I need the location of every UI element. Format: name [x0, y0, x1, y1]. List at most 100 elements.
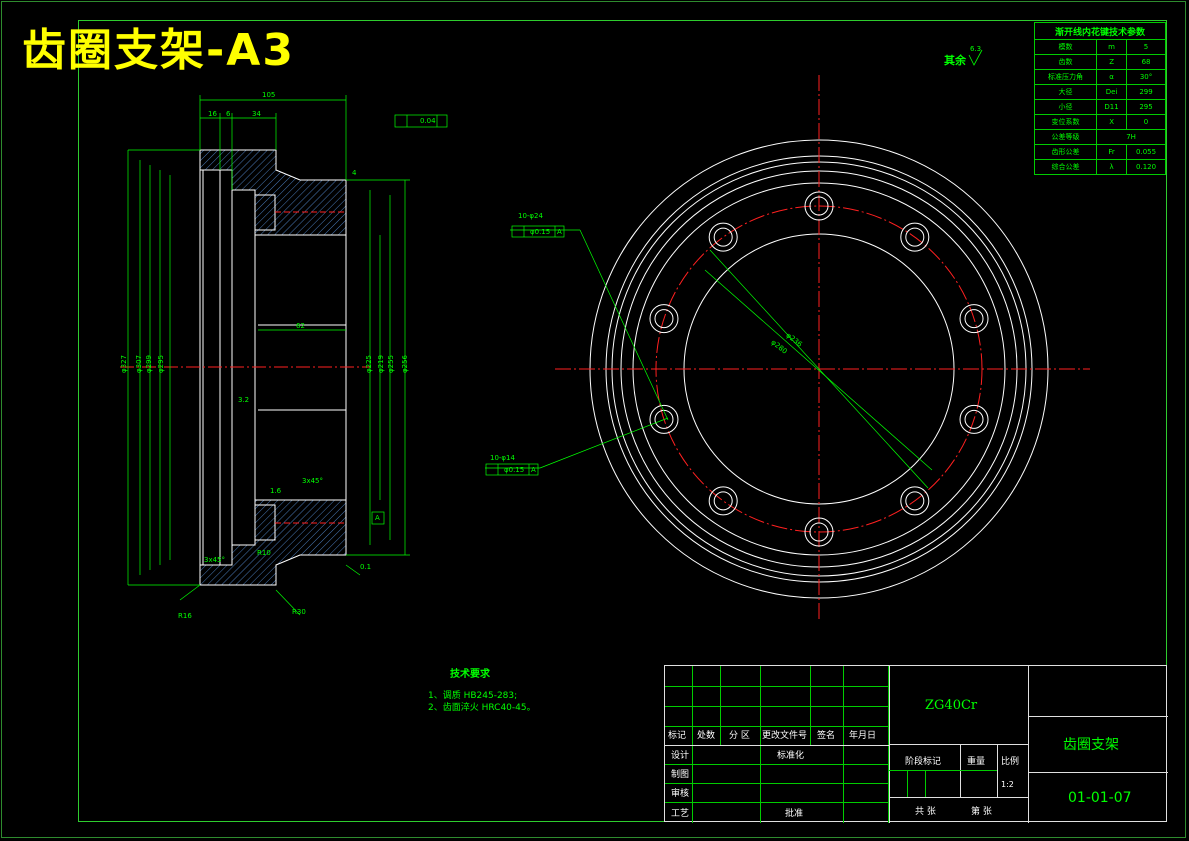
- tb-material: ZG40Cr: [925, 698, 978, 713]
- spline-param-name: 大径: [1033, 84, 1098, 100]
- spline-param-value: 0.055: [1126, 144, 1166, 160]
- bolt-hole: [649, 404, 679, 434]
- tb-header-change-doc: 更改文件号: [762, 731, 808, 741]
- title-block: 标记 处数 分 区 更改文件号 签名 年月日 设计 制图 审核 工艺 标准化 批…: [664, 665, 1168, 823]
- bolt-hole: [649, 304, 679, 334]
- bolt-hole: [804, 517, 834, 547]
- tb-header-zone: 分 区: [729, 731, 750, 741]
- bolt-hole: [708, 486, 738, 516]
- dim-phi295: φ295: [156, 355, 165, 373]
- spline-table-heading: 渐开线内花键技术参数: [1034, 22, 1166, 40]
- spline-param-name: 公差等级: [1033, 129, 1098, 145]
- tb-header-count: 处数: [697, 731, 716, 741]
- tb-row-design: 设计: [671, 751, 690, 761]
- roughness-3-2: 3.2: [238, 396, 250, 404]
- section-dimensions: [127, 95, 448, 616]
- surface-note: 其余: [944, 54, 966, 67]
- section-view: [120, 149, 370, 586]
- spline-param-symbol: m: [1096, 39, 1128, 55]
- radius-r10: R10: [257, 549, 271, 557]
- requirement-item-1: 1、调质 HB245-283;: [428, 691, 518, 701]
- spline-param-name: 齿形公差: [1033, 144, 1098, 160]
- dim-phi256: φ256: [400, 355, 409, 373]
- datum-a-section: A: [375, 514, 380, 522]
- spline-param-name: 综合公差: [1033, 159, 1098, 175]
- requirement-item-2: 2、齿面淬火 HRC40-45。: [428, 703, 536, 713]
- drawing-border-inner: [78, 20, 1167, 822]
- dim-phi327: φ327: [119, 355, 128, 373]
- tb-ratio: 比例: [1001, 757, 1020, 767]
- tb-approve: 批准: [785, 809, 804, 819]
- drawing-title: 齿圈支架-A3: [22, 25, 295, 76]
- bolt-hole: [959, 404, 989, 434]
- surface-symbol: [968, 49, 983, 66]
- spline-param-value: 5: [1126, 39, 1166, 55]
- surface-value: 6.3: [970, 45, 982, 53]
- spline-param-symbol: λ: [1096, 159, 1128, 175]
- hole-tolerance-top: φ0.15: [530, 228, 551, 236]
- dim-34: 34: [252, 110, 261, 118]
- front-dimensions: [485, 225, 933, 489]
- bolt-hole: [654, 309, 674, 329]
- dim-phi307: φ307: [134, 355, 143, 373]
- front-bolt-holes: [649, 191, 989, 547]
- tb-drawing-number: 01-01-07: [1068, 790, 1132, 806]
- bolt-hole: [905, 227, 925, 247]
- dim-phi225: φ225: [364, 355, 373, 373]
- spline-param-name: 变位系数: [1033, 114, 1098, 130]
- spline-param-name: 标准压力角: [1033, 69, 1098, 85]
- bolt-hole: [804, 191, 834, 221]
- tb-weight: 重量: [967, 757, 986, 767]
- datum-a-top: A: [557, 228, 562, 236]
- bolt-hole: [964, 409, 984, 429]
- tb-sheet-no: 第 张: [971, 807, 992, 817]
- tb-header-sign: 签名: [817, 731, 836, 741]
- spline-param-symbol: Fr: [1096, 144, 1128, 160]
- dim-overall-length: 105: [262, 91, 276, 99]
- tb-row-review: 审核: [671, 789, 690, 799]
- dim-16: 16: [208, 110, 217, 118]
- spline-param-symbol: α: [1096, 69, 1128, 85]
- tb-header-date: 年月日: [849, 731, 877, 741]
- bolt-hole: [713, 491, 733, 511]
- flatness-tolerance: 0.04: [420, 117, 436, 125]
- dim-phi255: φ255: [386, 355, 395, 373]
- requirements-title: 技术要求: [450, 669, 490, 680]
- hole-tolerance-bottom: φ0.15: [504, 466, 525, 474]
- front-centerlines: [555, 75, 1090, 620]
- spline-param-symbol: Dei: [1096, 84, 1128, 100]
- bolt-hole: [713, 227, 733, 247]
- section-hatch-top: [199, 149, 347, 236]
- tb-standardize: 标准化: [777, 751, 805, 761]
- bolt-hole: [900, 486, 930, 516]
- dim-62: 62: [296, 322, 305, 330]
- bolt-hole: [654, 409, 674, 429]
- spline-param-value: 7H: [1096, 129, 1166, 145]
- dim-phi219: φ219: [376, 355, 385, 373]
- dim-4: 4: [352, 169, 357, 177]
- bolt-hole: [708, 222, 738, 252]
- spline-param-name: 齿数: [1033, 54, 1098, 70]
- spline-param-value: 68: [1126, 54, 1166, 70]
- tb-part-name: 齿圈支架: [1063, 737, 1119, 753]
- spline-param-symbol: X: [1096, 114, 1128, 130]
- bolt-hole: [809, 522, 829, 542]
- spline-param-value: 0: [1126, 114, 1166, 130]
- spline-param-name: 模数: [1033, 39, 1098, 55]
- tb-row-draw: 制图: [671, 770, 690, 780]
- spline-param-value: 295: [1126, 99, 1166, 115]
- bolt-hole: [809, 196, 829, 216]
- spline-param-value: 0.120: [1126, 159, 1166, 175]
- bolt-hole: [964, 309, 984, 329]
